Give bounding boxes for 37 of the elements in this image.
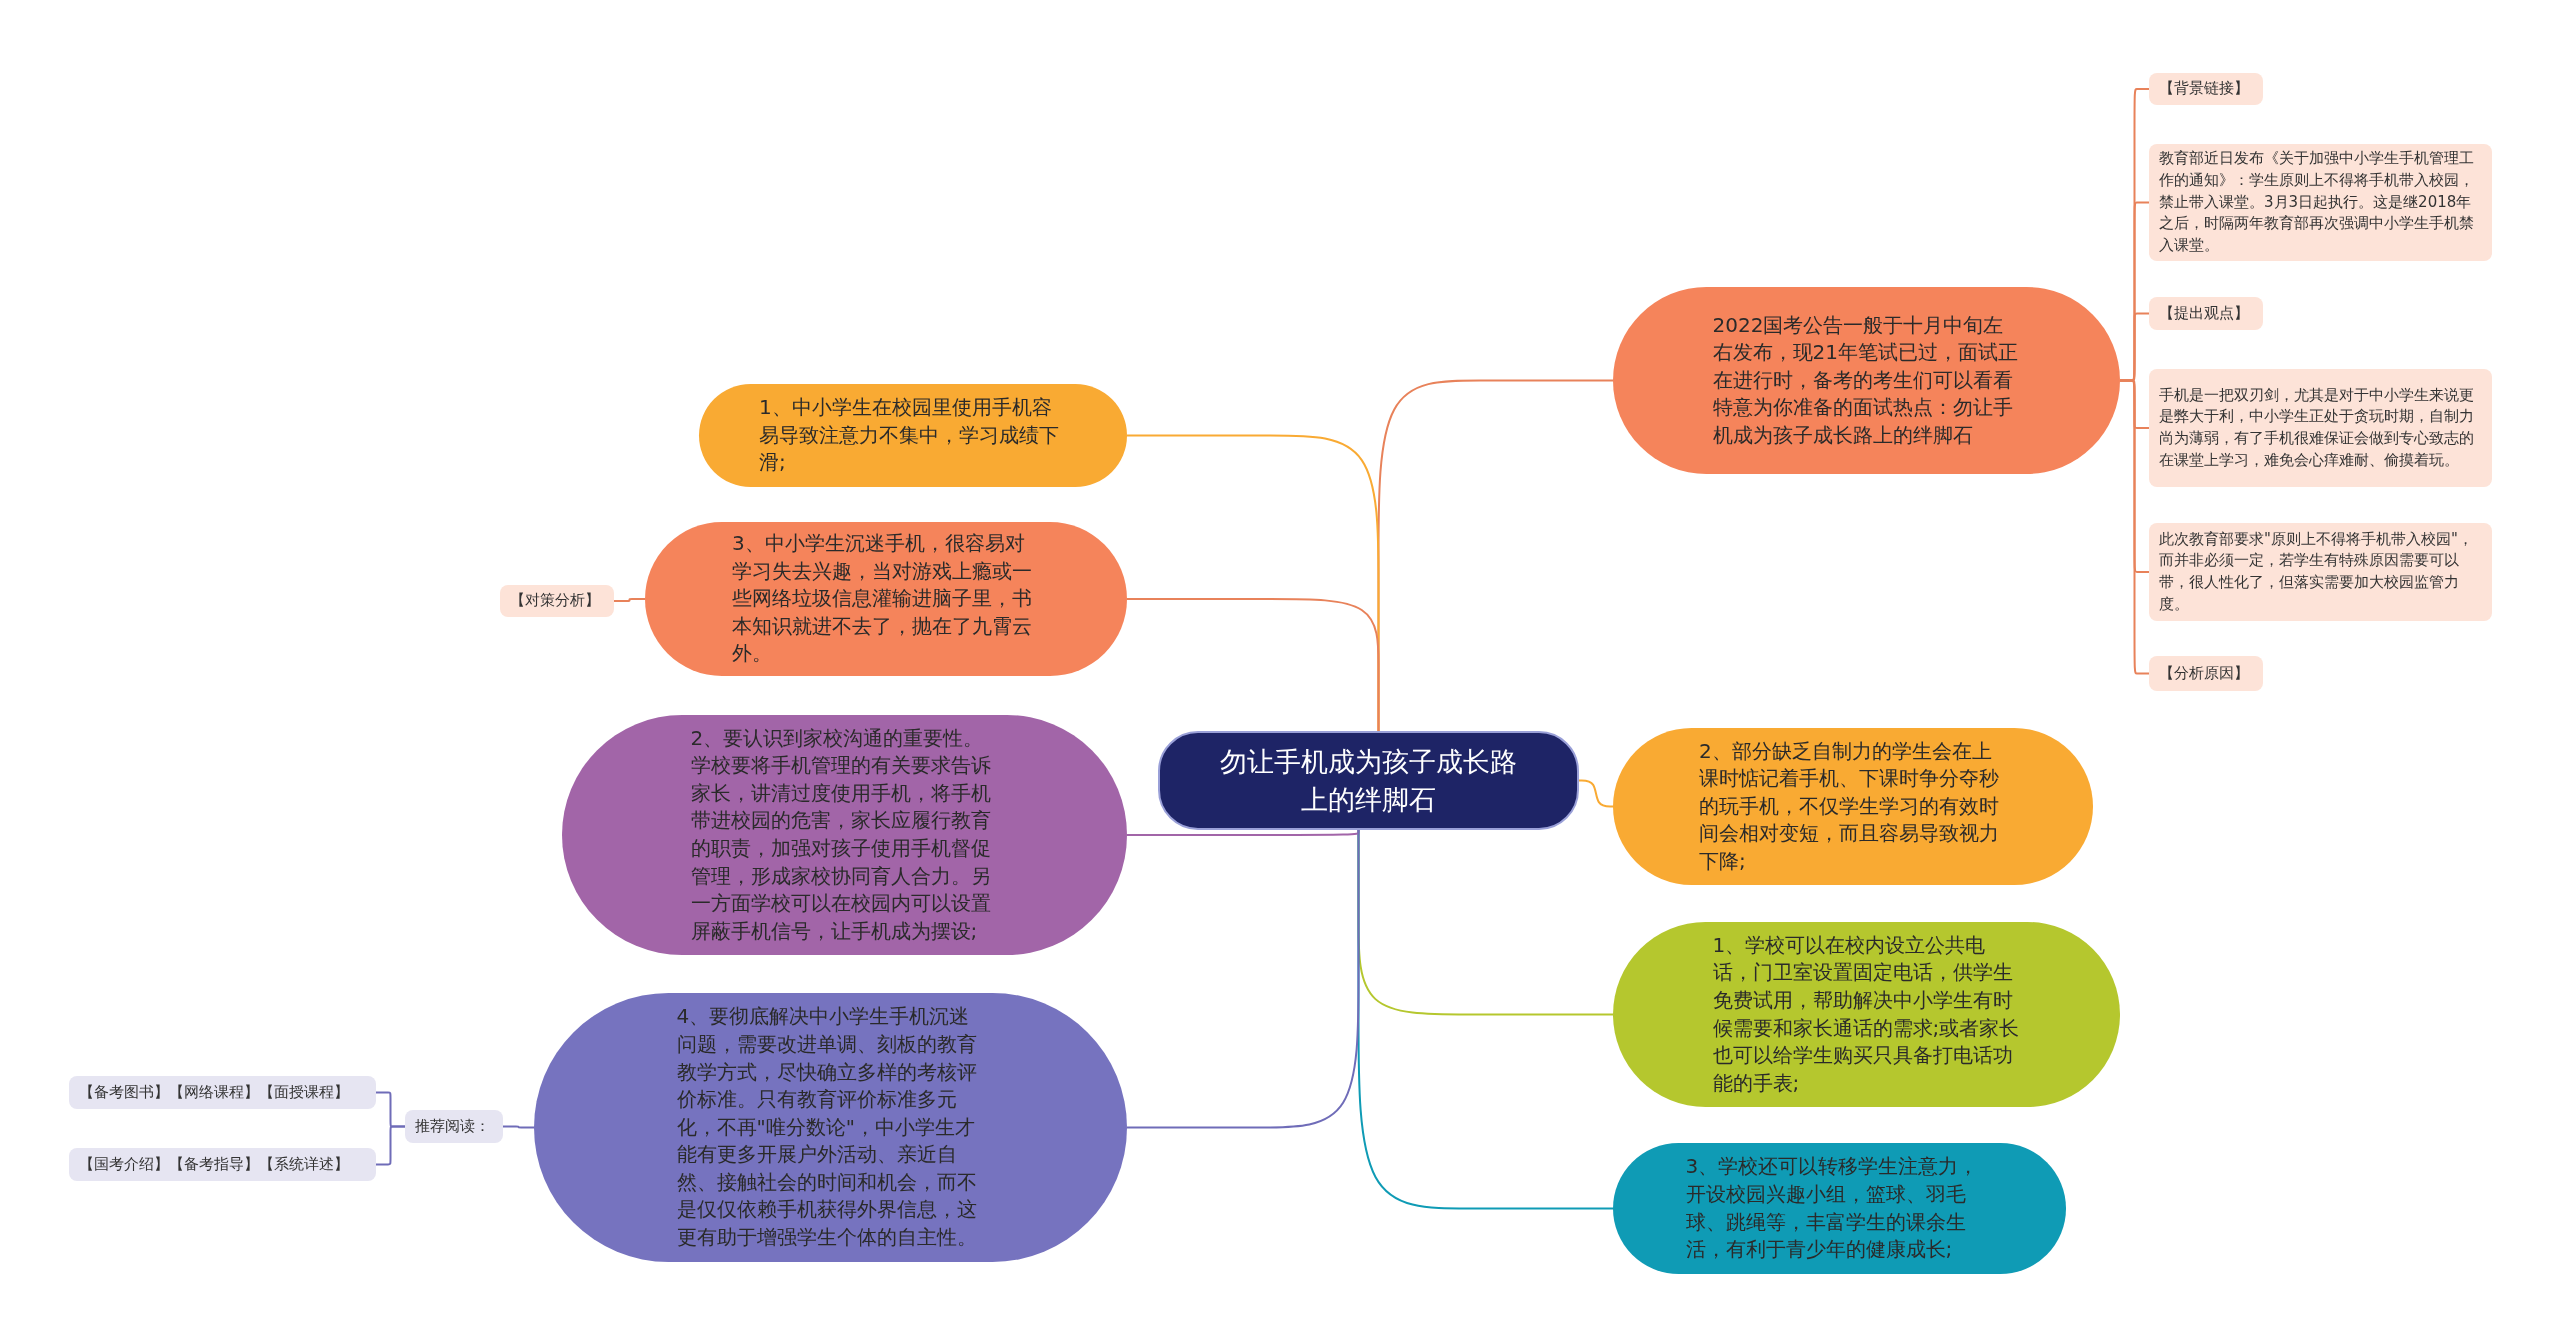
topic-text: 4、要彻底解决中小学生手机沉迷问题，需要改进单调、刻板的教育教学方式，尽快确立多样的考核评价标准。只有教育评价标准多元化，不再"唯分数论"，中小学生才能有更多开展户外活动、亲近自然、接触社会的时间和机会，而不是仅仅依赖手机获得外界信息，这更有助于增强学生个体的自主性。	[676, 1003, 978, 1252]
topic-text: 3、学校还可以转移学生注意力，开设校园兴趣小组，篮球、羽毛球、跳绳等，丰富学生的课余生活，有利于青少年的健康成长;	[1685, 1153, 1980, 1264]
note-box	[69, 1148, 376, 1181]
topic-title: 勿让手机成为孩子成长路上的绊脚石	[1220, 744, 1517, 817]
note-box	[2149, 369, 2492, 487]
connector-line	[502, 1125, 535, 1129]
topic-text: 【国考介绍】【备考指导】【系统详述】	[79, 1153, 349, 1175]
central-topic-node	[1158, 731, 1579, 830]
note-box	[2149, 73, 2263, 105]
topic-text: 【提出观点】	[2159, 302, 2249, 324]
connector-line	[1126, 829, 1360, 836]
connector-line	[1126, 598, 1380, 732]
topic-text: 教育部近日发布《关于加强中小学生手机管理工作的通知》：学生原则上不得将手机带入校园，禁止带入课堂。3月3日起执行。这是继2018年之后，时隔两年教育部再次强调中小学生手机禁入课堂。	[2159, 148, 2475, 257]
topic-text: 【分析原因】	[2159, 662, 2249, 684]
connector-line	[1126, 829, 1360, 1129]
topic-text: 1、中小学生在校园里使用手机容易导致注意力不集中，学习成绩下滑;	[759, 394, 1060, 477]
note-box	[2149, 523, 2492, 621]
topic-text: 2022国考公告一般于十月中旬左右发布，现21年笔试已过，面试正在进行时，备考的考生们可以看看特意为你准备的面试热点：勿让手机成为孩子成长路上的绊脚石	[1712, 311, 2019, 449]
topic-text: 【对策分析】	[510, 590, 600, 612]
note-box	[69, 1076, 376, 1109]
note-box	[2149, 656, 2263, 691]
topic-text: 2、部分缺乏自制力的学生会在上课时惦记着手机、下课时争分夺秒的玩手机，不仅学生学习的有效时间会相对变短，而且容易导致视力下降;	[1699, 737, 2000, 875]
topic-text: 2、要认识到家校沟通的重要性。学校要将手机管理的有关要求告诉家长，讲清过度使用手机，将手机带进校园的危害，家长应履行教育的职责，加强对孩子使用手机督促管理，形成家校协同育人合力。另一方面学校可以在校园内可以设置屏蔽手机信号，让手机成为摆设;	[690, 724, 992, 945]
topic-text: 3、中小学生沉迷手机，很容易对学习失去兴趣，当对游戏上瘾或一些网络垃圾信息灌输进脑子里，书本知识就进不去了，抛在了九霄云外。	[732, 530, 1033, 668]
connector-line	[2119, 379, 2150, 675]
connector-line	[375, 1125, 406, 1166]
topic-text: 1、学校可以在校内设立公共电话，门卫室设置固定电话，供学生免费试用，帮助解决中小学生有时候需要和家长通话的需求;或者家长也可以给学生购买只具备打电话功能的手表;	[1712, 931, 2021, 1097]
topic-text: 【背景链接】	[2159, 78, 2249, 100]
note-box	[2149, 297, 2263, 330]
note-box	[500, 585, 614, 617]
topic-text: 此次教育部要求"原则上不得将手机带入校园"，而并非必须一定，若学生有特殊原因需要可以带，很人性化了，但落实需要加大校园监管力度。	[2159, 528, 2474, 615]
note-box	[405, 1110, 503, 1143]
connector-line	[613, 598, 646, 602]
connector-line	[1578, 779, 1614, 808]
topic-text: 推荐阅读：	[415, 1115, 490, 1137]
topic-text: 【备考图书】【网络课程】【面授课程】	[79, 1081, 349, 1103]
topic-text: 手机是一把双刃剑，尤其是对于中小学生来说更是弊大于利，中小学生正处于贪玩时期，自制力尚为薄弱，有了手机很难保证会做到专心致志的在课堂上学习，难免会心痒难耐、偷摸着玩。	[2159, 384, 2475, 471]
